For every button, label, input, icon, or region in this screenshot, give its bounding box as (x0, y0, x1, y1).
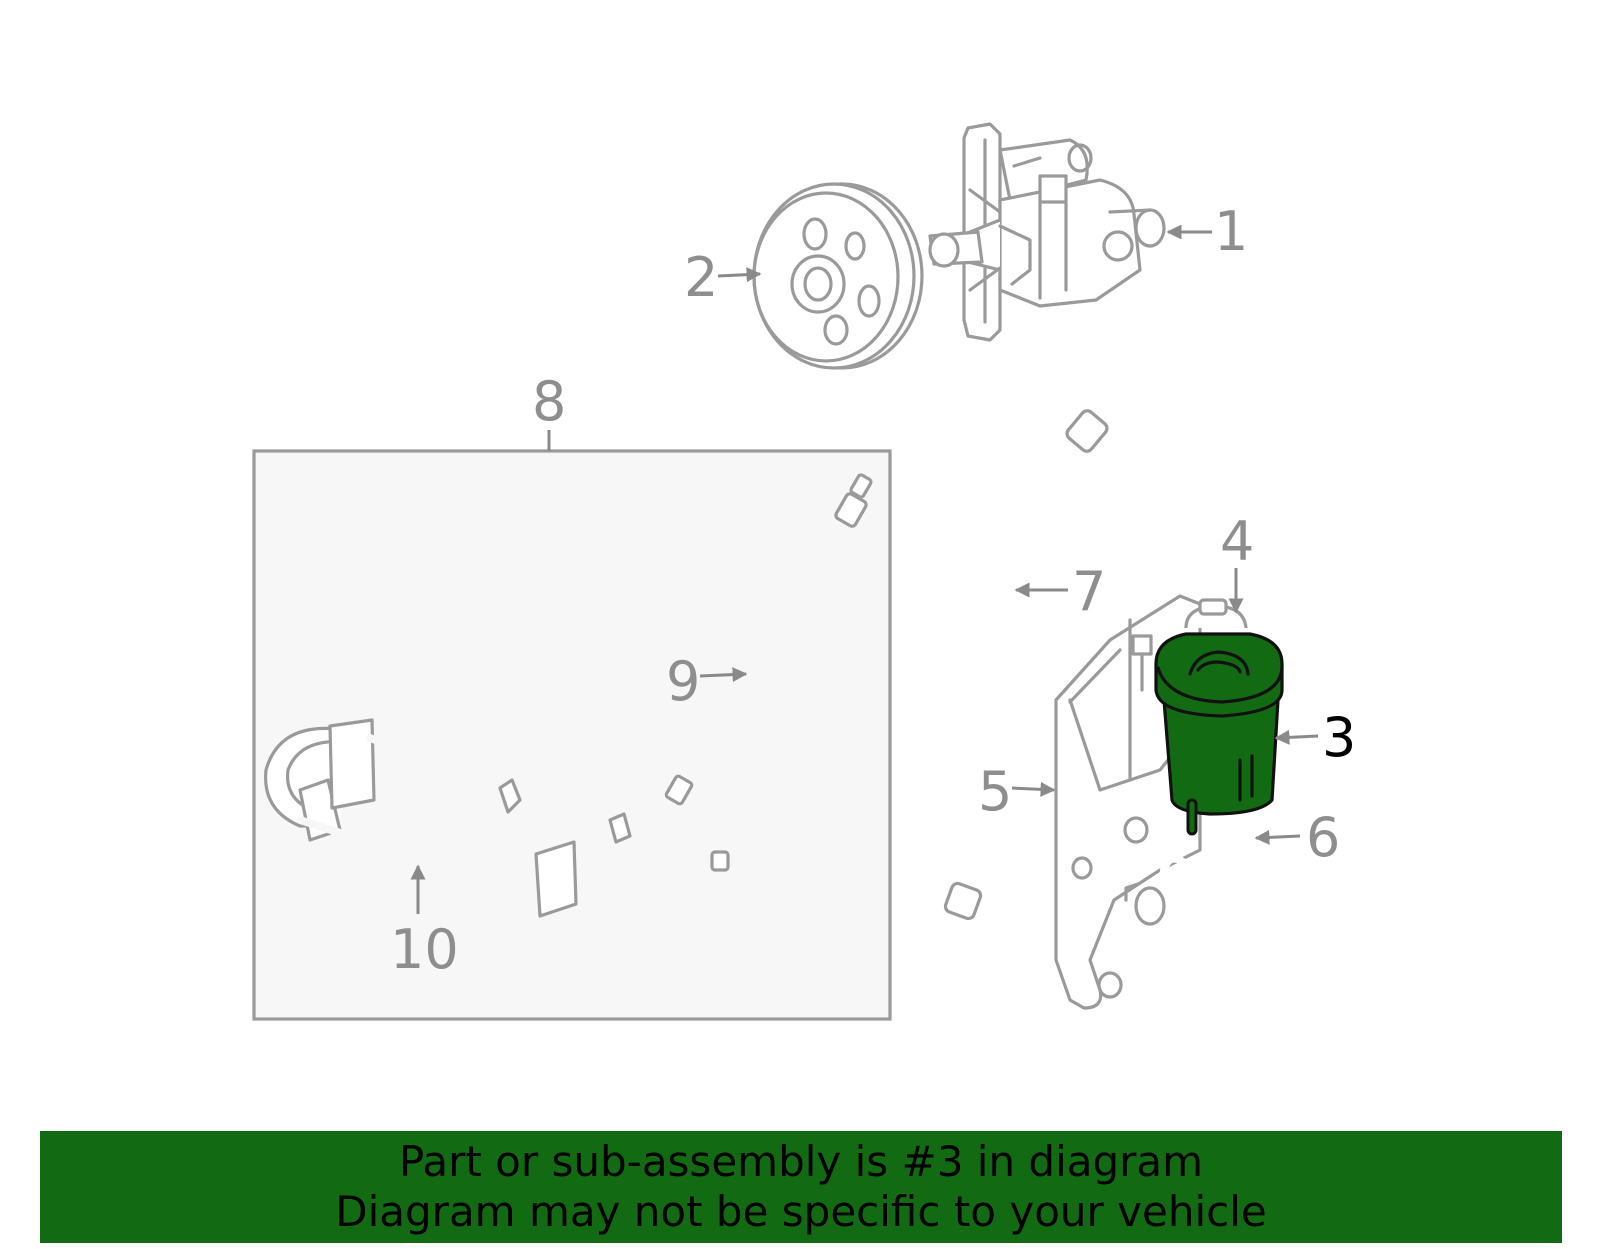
callout-2: 2 (684, 246, 718, 309)
callout-9: 9 (666, 650, 700, 713)
banner-line-1: Part or sub-assembly is #3 in diagram (398, 1137, 1204, 1186)
cooler-part-10 (264, 718, 730, 918)
callout-1: 1 (1214, 200, 1248, 263)
banner-line-2: Diagram may not be specific to your vehi… (335, 1187, 1267, 1236)
callout-4: 4 (1220, 510, 1254, 573)
callout-3: 3 (1322, 706, 1356, 769)
callout-6: 6 (1306, 806, 1340, 869)
pulley-part-2 (752, 182, 924, 370)
callout-8: 8 (532, 370, 566, 433)
pressure-line-part-9 (574, 473, 873, 914)
return-hose-part-6 (1124, 806, 1247, 926)
info-banner: Part or sub-assembly is #3 in diagram Di… (40, 1131, 1562, 1243)
reservoir-part-3-highlighted (1154, 632, 1284, 836)
callout-7: 7 (1072, 560, 1106, 623)
pressure-hose-part-7 (909, 368, 1133, 983)
callout-leaders (410, 224, 1319, 914)
power-steering-pump-part-1 (928, 122, 1166, 342)
callout-5: 5 (978, 760, 1012, 823)
callout-10: 10 (390, 918, 459, 981)
